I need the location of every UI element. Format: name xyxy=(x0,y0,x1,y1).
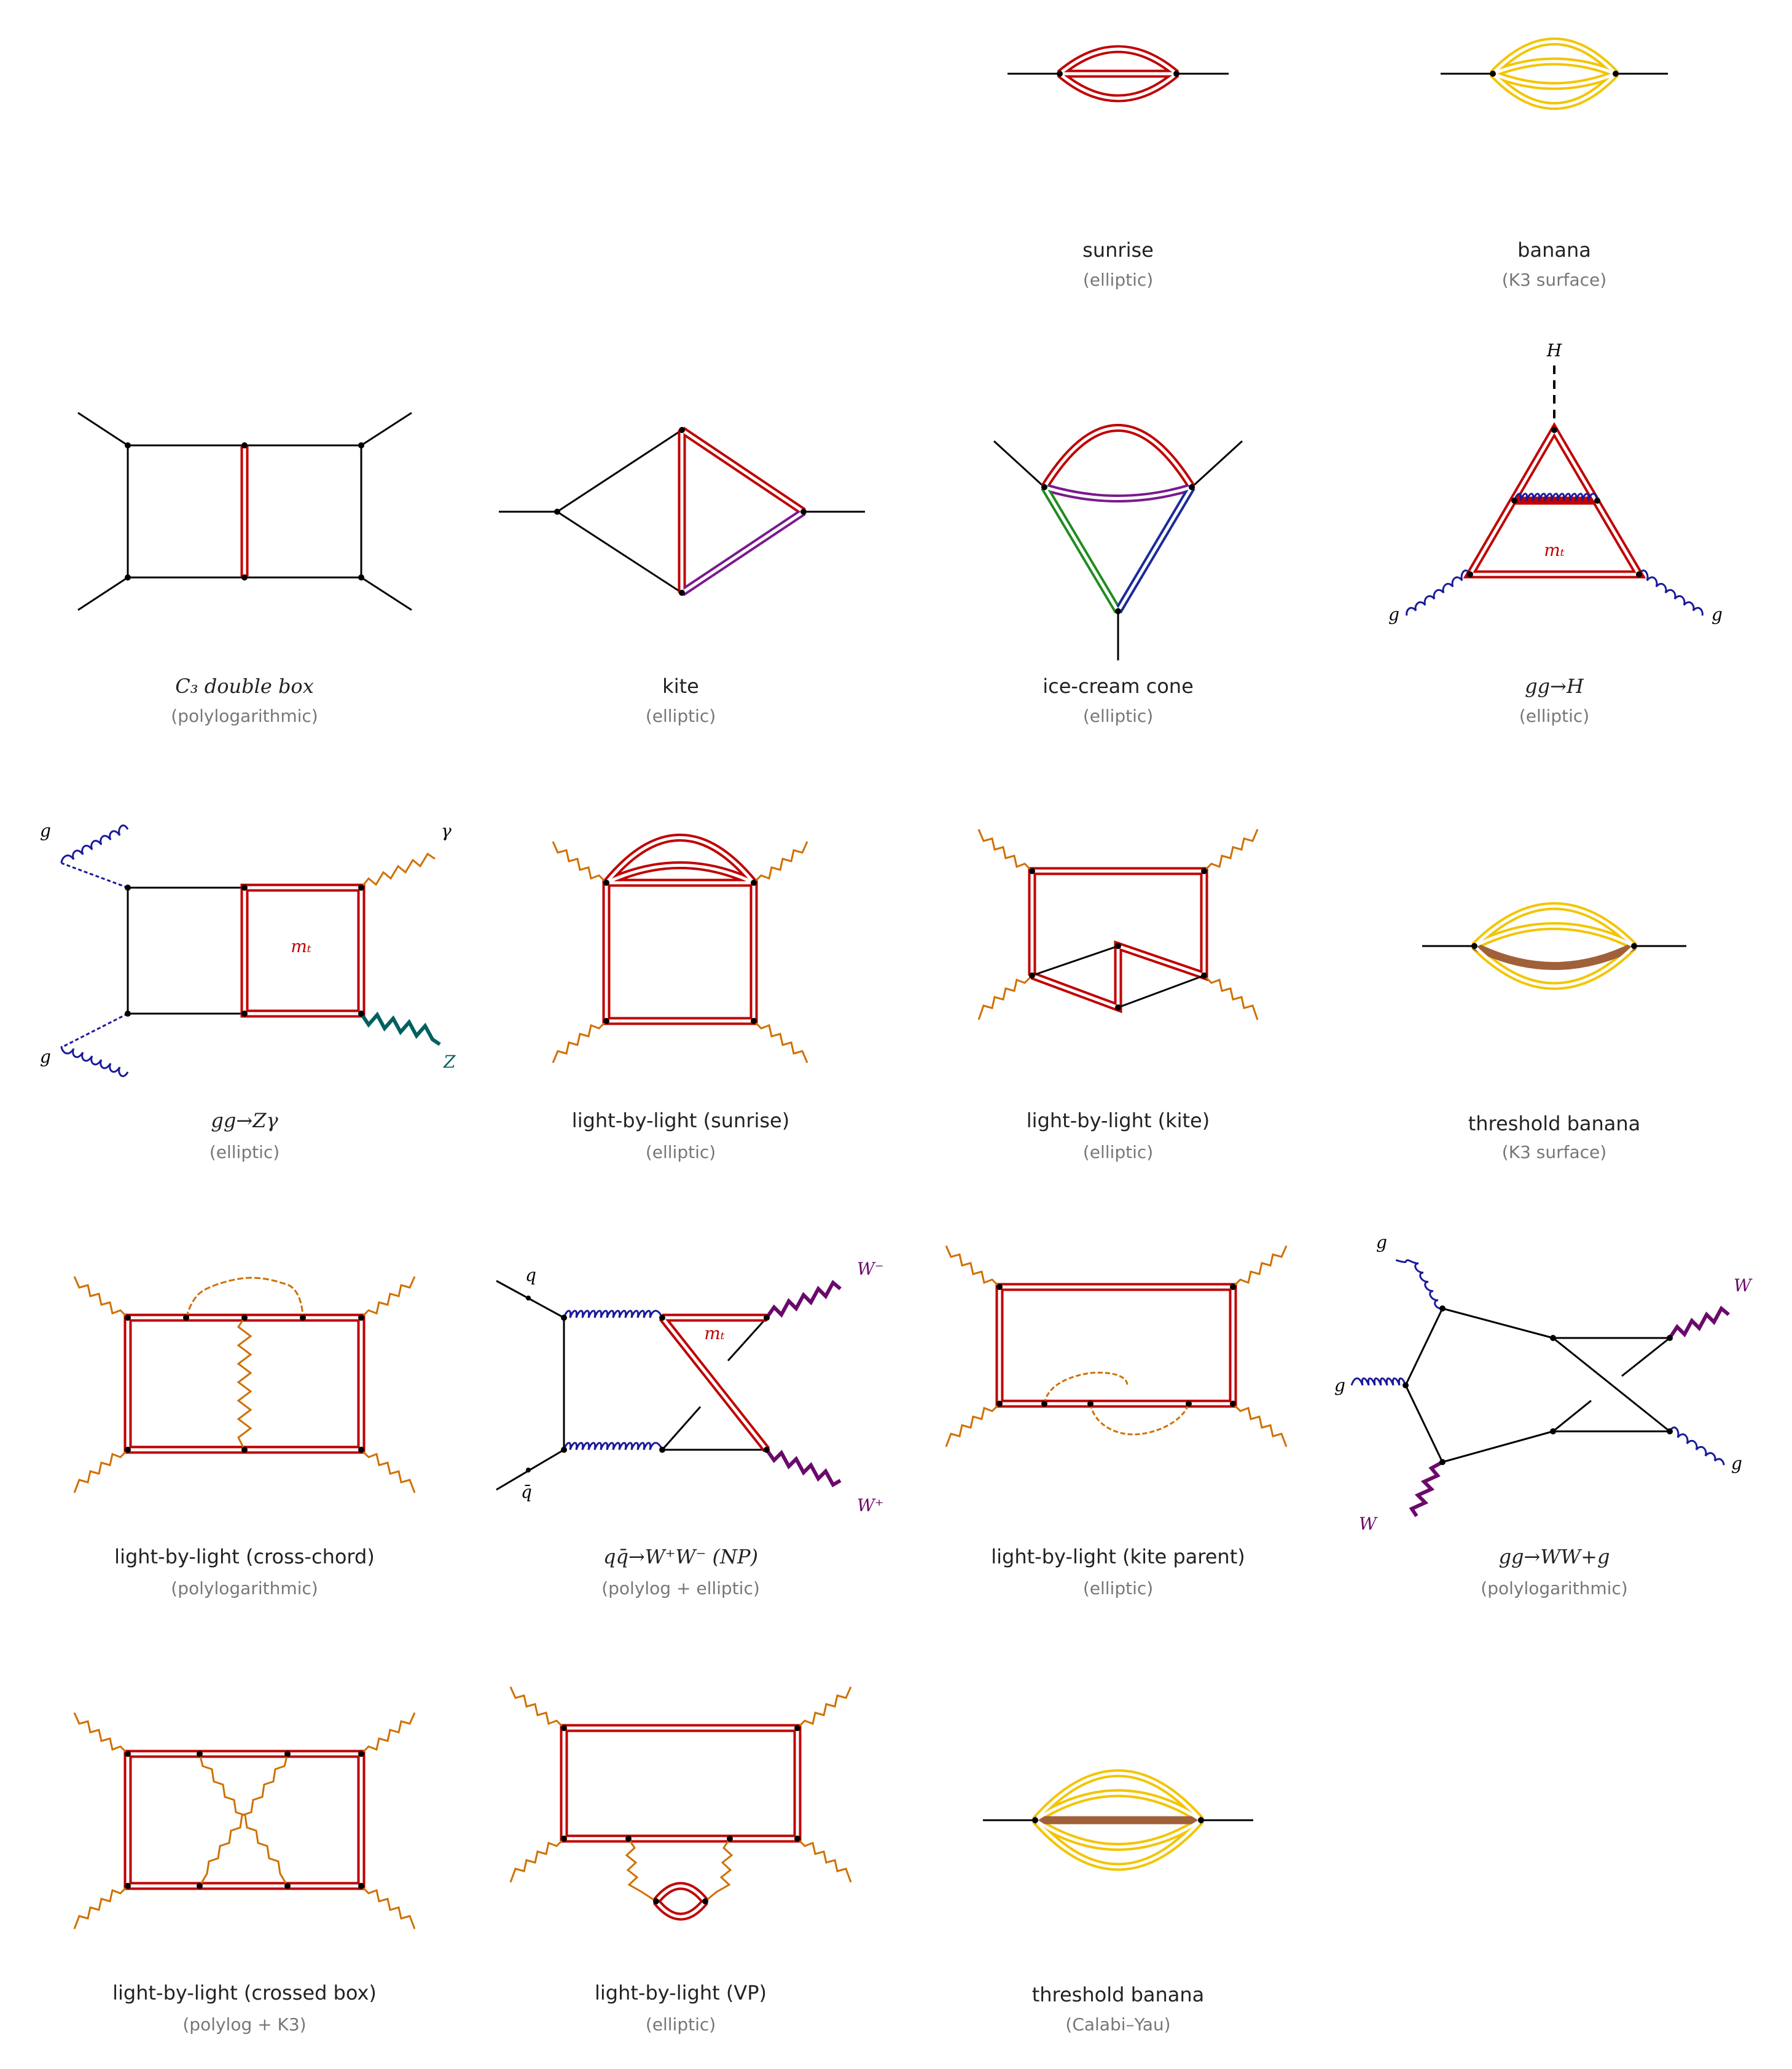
caption-subtitle: (elliptic) xyxy=(1519,706,1589,726)
captions: sunrise (elliptic) banana (K3 surface) C… xyxy=(112,238,1640,2035)
caption-title: light-by-light (crossed box) xyxy=(112,1981,377,2004)
label-g: g xyxy=(1376,1232,1387,1253)
label-q: q xyxy=(525,1265,536,1285)
diagram-gg-to-h: H mₜ g g xyxy=(1388,340,1723,625)
caption-title: sunrise xyxy=(1082,238,1154,262)
diagram-banana xyxy=(1441,37,1668,110)
diagram-lbl-vp xyxy=(509,1686,852,1921)
caption-title: light-by-light (sunrise) xyxy=(572,1109,789,1132)
diagram-lbl-cross-chord xyxy=(73,1276,416,1493)
diagram-gg-to-z-gamma: g g γ Z mₜ xyxy=(40,821,456,1078)
caption-title: ice-cream cone xyxy=(1043,675,1194,698)
caption-title: kite xyxy=(662,675,699,698)
diagram-gg-to-ww-g: g g g W W xyxy=(1334,1232,1753,1534)
diagram-lbl-crossed-box xyxy=(73,1712,416,1930)
diagram-ice-cream-cone xyxy=(993,424,1243,660)
caption-subtitle: (polylogarithmic) xyxy=(171,1578,318,1598)
label-w: W xyxy=(1734,1275,1753,1296)
label-qbar: q̄ xyxy=(521,1482,532,1502)
label-g: g xyxy=(40,1047,51,1067)
caption-subtitle: (polylogarithmic) xyxy=(1481,1578,1627,1598)
caption-subtitle: (K3 surface) xyxy=(1502,1142,1606,1162)
caption-title: gg→H xyxy=(1525,675,1584,698)
diagram-lbl-kite xyxy=(977,829,1259,1020)
label-h: H xyxy=(1546,340,1562,361)
label-mt: mₜ xyxy=(704,1323,725,1343)
caption-subtitle: (polylog + elliptic) xyxy=(601,1578,760,1598)
caption-title: threshold banana xyxy=(1032,1983,1205,2006)
label-g: g xyxy=(1388,604,1399,625)
caption-subtitle: (elliptic) xyxy=(1083,706,1153,726)
label-w-plus: W⁺ xyxy=(857,1495,884,1516)
label-gamma: γ xyxy=(441,821,452,841)
diagram-qqbar-to-ww-np: q q̄ W⁻ W⁺ mₜ xyxy=(496,1259,884,1516)
diagram-threshold-banana-k3 xyxy=(1422,902,1686,990)
caption-title: banana xyxy=(1517,238,1591,262)
caption-subtitle: (elliptic) xyxy=(1083,270,1153,290)
label-g: g xyxy=(1334,1375,1345,1396)
caption-title: threshold banana xyxy=(1468,1112,1641,1135)
label-mt: mₜ xyxy=(291,936,311,956)
caption-subtitle: (elliptic) xyxy=(1083,1142,1153,1162)
label-mt: mₜ xyxy=(1544,540,1565,560)
caption-title: C₃ double box xyxy=(175,675,313,698)
caption-subtitle: (polylog + K3) xyxy=(182,2014,306,2035)
diagram-c3-double-box xyxy=(77,412,412,611)
diagram-sunrise xyxy=(1008,45,1229,103)
caption-title: light-by-light (cross-chord) xyxy=(114,1545,375,1568)
caption-subtitle: (elliptic) xyxy=(209,1142,280,1162)
label-g: g xyxy=(40,821,51,841)
caption-subtitle: (K3 surface) xyxy=(1502,270,1606,290)
caption-subtitle: (elliptic) xyxy=(1083,1578,1153,1598)
diagram-kite xyxy=(499,426,865,596)
caption-title: light-by-light (VP) xyxy=(595,1981,767,2004)
caption-title: gg→WW+g xyxy=(1499,1545,1610,1568)
label-w-minus: W⁻ xyxy=(857,1259,884,1279)
caption-subtitle: (elliptic) xyxy=(646,706,716,726)
caption-subtitle: (Calabi–Yau) xyxy=(1065,2014,1170,2035)
caption-subtitle: (polylogarithmic) xyxy=(171,706,318,726)
label-z: Z xyxy=(443,1052,456,1072)
caption-title: gg→Zγ xyxy=(211,1109,278,1132)
diagram-lbl-kite-parent xyxy=(945,1245,1288,1447)
label-w: W xyxy=(1359,1514,1378,1534)
caption-subtitle: (elliptic) xyxy=(646,1142,716,1162)
label-g: g xyxy=(1731,1453,1742,1474)
caption-title: qq̄→W⁺W⁻ (NP) xyxy=(603,1545,758,1568)
caption-subtitle: (elliptic) xyxy=(646,2014,716,2035)
caption-title: light-by-light (kite) xyxy=(1027,1109,1210,1132)
label-g: g xyxy=(1712,604,1723,625)
diagram-threshold-banana-cy xyxy=(983,1769,1253,1871)
diagram-lbl-sunrise xyxy=(552,834,808,1063)
caption-title: light-by-light (kite parent) xyxy=(991,1545,1245,1568)
